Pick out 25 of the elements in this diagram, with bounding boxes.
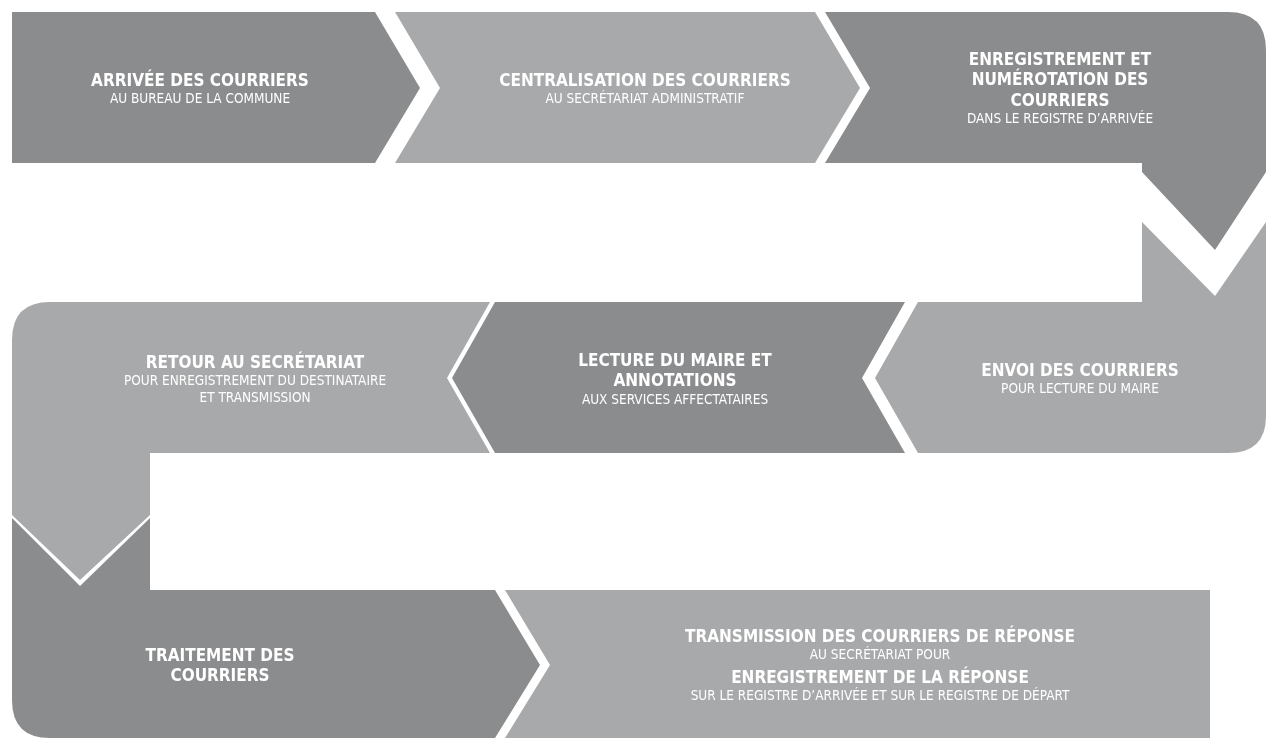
step-title: RETOUR AU SECRÉTARIAT — [144, 351, 366, 372]
step-title: ENVOI DES COURRIERS — [980, 359, 1180, 381]
step-description: AU SECRÉTARIAT ADMINISTRATIF — [544, 90, 746, 107]
step-title: ARRIVÉE DES COURRIERS — [90, 69, 310, 91]
chevron-step — [395, 12, 861, 164]
step-title: TRAITEMENT DES COURRIERS — [144, 644, 296, 686]
chevron-step — [825, 12, 1267, 252]
chevron-step — [12, 12, 422, 164]
step-description: POUR ENREGISTREMENT DU DESTINATAIRE ET TRANSMISSION — [122, 372, 388, 405]
chevron-step — [874, 222, 1267, 454]
chevron-step — [505, 590, 1210, 738]
step-title: LECTURE DU MAIRE ET ANNOTATIONS — [577, 349, 773, 391]
chevron-step — [12, 518, 541, 738]
step-title: TRANSMISSION DES COURRIERS DE RÉPONSE — [684, 626, 1076, 647]
chevron-step — [12, 302, 491, 582]
step-description: AUX SERVICES AFFECTATAIRES — [580, 390, 770, 407]
step-description: DANS LE REGISTRE D’ARRIVÉE — [965, 110, 1155, 127]
step-description: POUR LECTURE DU MAIRE — [1000, 380, 1160, 397]
step-description: SUR LE REGISTRE D’ARRIVÉE ET SUR LE REGISTRE DE DÉPART — [689, 687, 1071, 704]
step-description: AU BUREAU DE LA COMMUNE — [108, 90, 292, 107]
step-title: ENREGISTREMENT DE LA RÉPONSE — [730, 667, 1030, 687]
step-description: AU SECRÉTARIAT POUR — [808, 646, 952, 663]
chevron-step — [450, 302, 906, 454]
step-title: CENTRALISATION DES COURRIERS — [498, 69, 792, 90]
step-title: ENREGISTREMENT ET NUMÉROTATION DES COURRIERS — [967, 49, 1152, 111]
